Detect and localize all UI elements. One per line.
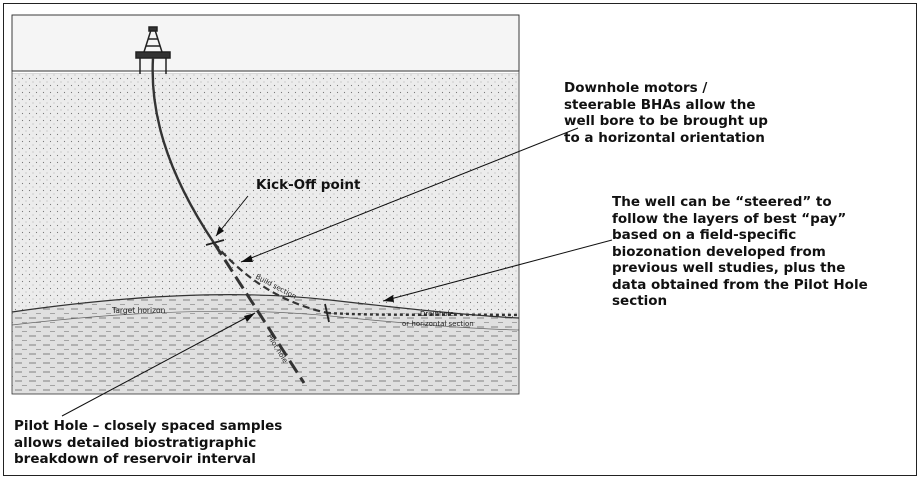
annotation-downhole-motors: Downhole motors / steerable BHAs allow t…	[564, 80, 768, 146]
pilot-leader-line	[61, 312, 256, 417]
target-horizon-label: Target horizon	[111, 306, 166, 315]
drainhole-label: Drainhole	[420, 310, 454, 318]
motors-leader-line	[240, 127, 579, 263]
annotation-pilot-hole: Pilot Hole – closely spaced samples allo…	[14, 418, 283, 467]
annotation-steered-well: The well can be “steered” to follow the …	[612, 194, 868, 309]
annotation-kickoff-point: Kick-Off point	[256, 177, 361, 193]
steer-leader-line	[382, 239, 613, 302]
horizontal-section-label: or horizontal section	[402, 320, 474, 328]
sea-layer	[11, 14, 520, 72]
pilot-hole-path	[212, 242, 306, 384]
build-section-path	[213, 242, 329, 315]
well-bore-path	[151, 57, 215, 244]
drainhole-path	[327, 311, 520, 317]
